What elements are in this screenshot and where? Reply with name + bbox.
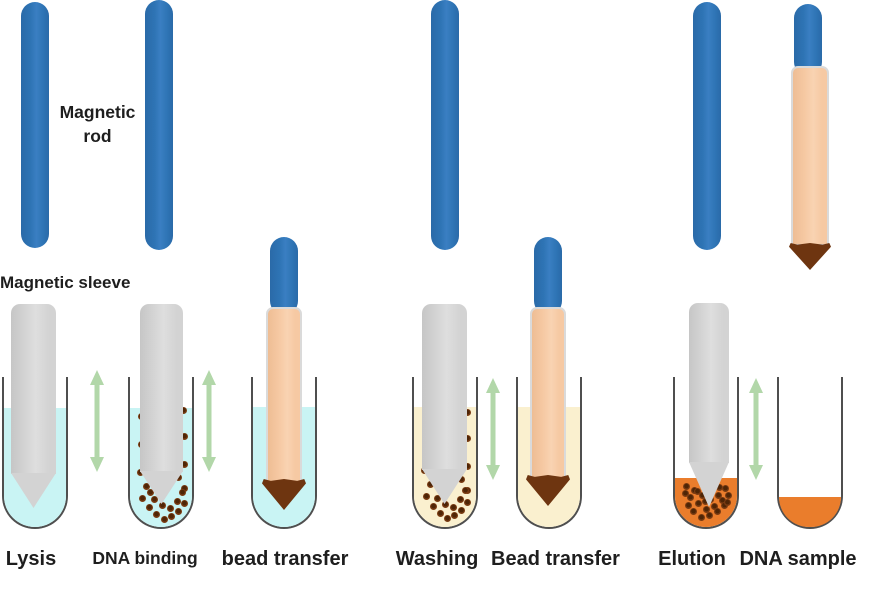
step-label-elution: Elution	[658, 548, 726, 570]
magnetic-bead	[715, 492, 722, 499]
magnetic-rod-label: Magnetic rod	[45, 101, 150, 148]
step-label-washing: Washing	[395, 548, 479, 570]
magnetic-bead	[161, 516, 168, 523]
magnetic-bead	[181, 500, 188, 507]
magnetic-bead	[724, 499, 731, 506]
magnetic-rod-2	[145, 0, 173, 250]
magnetic-bead	[464, 499, 471, 506]
step-label-lysis: Lysis	[5, 548, 57, 570]
magnetic-bead	[430, 503, 437, 510]
bead-clump-lifted	[789, 243, 831, 270]
tube-dna-sample	[777, 377, 843, 529]
magnetic-bead	[437, 510, 444, 517]
magnetic-bead	[716, 484, 723, 491]
magnetic-bead	[451, 512, 458, 519]
magnetic-bead	[464, 463, 471, 470]
magnetic-sleeve-bead-transfer-1	[266, 307, 302, 483]
magnetic-bead	[168, 513, 175, 520]
magnetic-bead	[434, 495, 441, 502]
magnetic-sleeve-elution	[689, 303, 729, 463]
magnetic-bead	[683, 483, 690, 490]
magnetic-bead	[181, 461, 188, 468]
magnetic-bead	[427, 481, 434, 488]
magnetic-bead	[423, 493, 430, 500]
step-label-dna-sample: DNA sample	[739, 548, 857, 570]
magnetic-bead	[181, 433, 188, 440]
mix-arrow-icon	[749, 378, 763, 480]
magnetic-rod-4	[693, 2, 721, 250]
magnetic-bead	[151, 496, 158, 503]
magnetic-bead	[721, 502, 728, 509]
mix-arrow-icon	[202, 370, 216, 472]
step-label-bead-transfer-2: Bead transfer	[491, 548, 620, 570]
magnetic-rod-bead-transfer-1	[270, 237, 298, 315]
magnetic-bead	[180, 407, 187, 414]
magnetic-rod-lifted	[794, 4, 822, 76]
magnetic-rod-label-line1: Magnetic	[59, 102, 136, 122]
magnetic-bead	[174, 498, 181, 505]
magnetic-bead	[722, 485, 729, 492]
magnetic-bead	[694, 488, 701, 495]
magnetic-bead	[695, 500, 702, 507]
magnetic-bead	[179, 489, 186, 496]
step-label-dna-binding: DNA binding	[92, 548, 198, 568]
step-label-bead-transfer-1: bead transfer	[221, 548, 349, 570]
magnetic-rod-1	[21, 2, 49, 248]
magnetic-sleeve-bead-transfer-2	[530, 307, 566, 479]
magnetic-bead	[137, 469, 144, 476]
magnetic-bead	[143, 483, 150, 490]
magnetic-bead	[442, 501, 449, 508]
magnetic-bead	[167, 505, 174, 512]
magnetic-bead	[685, 502, 692, 509]
magnetic-bead	[462, 487, 469, 494]
magnetic-bead	[698, 514, 705, 521]
magnetic-sleeve-lifted	[791, 66, 829, 246]
magnetic-bead	[146, 504, 153, 511]
magnetic-bead	[703, 506, 710, 513]
magnetic-bead	[181, 485, 188, 492]
magnetic-bead	[687, 494, 694, 501]
magnetic-bead	[725, 492, 732, 499]
magnetic-bead	[159, 502, 166, 509]
mix-arrow-icon	[486, 378, 500, 480]
magnetic-bead	[147, 489, 154, 496]
magnetic-bead	[706, 512, 713, 519]
magnetic-bead	[444, 515, 451, 522]
magnetic-bead	[458, 507, 465, 514]
magnetic-bead	[458, 476, 465, 483]
magnetic-bead	[175, 508, 182, 515]
magnetic-bead	[702, 498, 709, 505]
magnetic-bead	[682, 490, 689, 497]
magnetic-bead	[450, 504, 457, 511]
magnetic-rod-3	[431, 0, 459, 250]
magnetic-bead	[457, 496, 464, 503]
magnetic-bead	[464, 435, 471, 442]
magnetic-bead	[719, 497, 726, 504]
magnetic-rod-label-line2: rod	[83, 125, 112, 146]
magnetic-sleeve-washing	[422, 304, 467, 470]
magnetic-sleeve-lysis	[11, 304, 56, 474]
magnetic-bead	[464, 409, 471, 416]
magnetic-bead	[714, 508, 721, 515]
magnetic-bead	[139, 495, 146, 502]
magnetic-rod-bead-transfer-2	[534, 237, 562, 315]
magnetic-bead	[711, 503, 718, 510]
magnetic-bead	[699, 492, 706, 499]
mix-arrow-icon	[90, 370, 104, 472]
dna-sample-liquid	[779, 497, 841, 527]
magnetic-bead	[153, 511, 160, 518]
magnetic-bead	[690, 508, 697, 515]
magnetic-sleeve-dna-binding	[140, 304, 183, 472]
elution-beads	[675, 377, 737, 527]
magnetic-sleeve-label: Magnetic sleeve	[0, 273, 131, 292]
